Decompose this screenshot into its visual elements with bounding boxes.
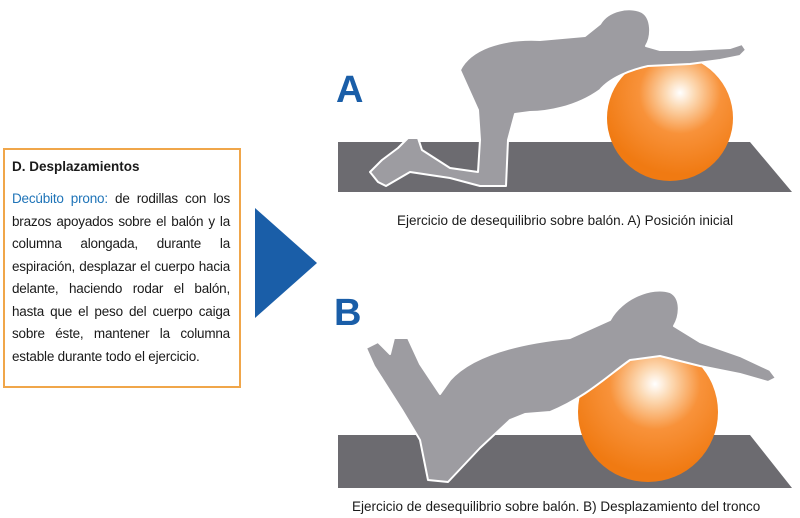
panel-b-caption: Ejercicio de desequilibrio sobre balón. … <box>352 499 761 514</box>
exercise-instructions: de rodillas con los brazos apoyados sobr… <box>12 191 231 364</box>
instruction-box: D. Desplazamientos Decúbito prono: de ro… <box>3 148 241 388</box>
kneeling-figure <box>369 8 747 187</box>
right-triangle-arrow-icon <box>255 208 317 318</box>
panel-b-letter: B <box>334 292 362 334</box>
exercise-ball <box>578 342 718 482</box>
position-label: Decúbito prono: <box>12 191 108 206</box>
panel-a-caption: Ejercicio de desequilibrio sobre balón. … <box>397 213 734 228</box>
panel-b-illustration <box>338 289 792 488</box>
exercise-mat <box>338 435 792 488</box>
panel-a-letter: A <box>336 69 364 111</box>
panel-a-illustration <box>338 8 792 192</box>
kneeling-figure-leaning-forward <box>365 289 777 483</box>
section-description: Decúbito prono: de rodillas con los braz… <box>12 188 230 368</box>
exercise-ball <box>607 55 733 181</box>
section-heading: D. Desplazamientos <box>12 159 140 174</box>
